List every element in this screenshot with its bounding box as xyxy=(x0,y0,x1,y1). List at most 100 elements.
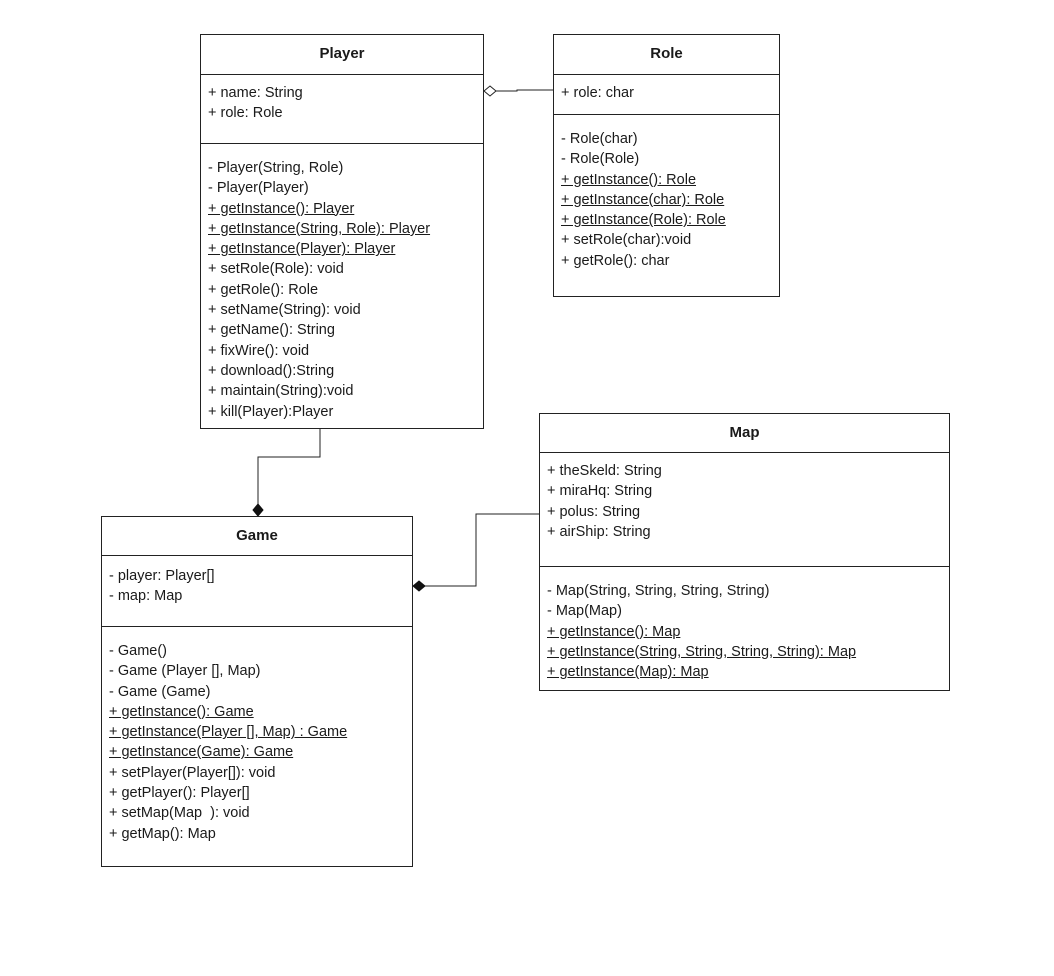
static-operation-line: + getInstance(Player): Player xyxy=(208,239,483,259)
operation-text: - Game (Game) xyxy=(109,683,211,700)
operation-line: + kill(Player):Player xyxy=(208,402,483,422)
operation-line: + getMap(): Map xyxy=(109,824,412,844)
operation-text: + getInstance(Game): Game xyxy=(109,744,294,761)
composition-line-map xyxy=(425,513,539,587)
operation-text: + getMap(): Map xyxy=(109,825,216,842)
operation-text: + maintain(String):void xyxy=(208,383,354,400)
operation-text: + getInstance(Player): Player xyxy=(208,241,396,258)
operation-text: + getRole(): Role xyxy=(208,281,319,298)
aggregation-line xyxy=(496,89,553,92)
composition-diamond-map xyxy=(412,580,426,592)
attribute-line: - map: Map xyxy=(109,588,183,605)
operation-line: - Game (Player [], Map) xyxy=(109,661,412,681)
attribute-line: + miraHq: String xyxy=(547,483,653,500)
operation-text: + getInstance(): Map xyxy=(547,623,681,640)
operation-line: + setPlayer(Player[]): void xyxy=(109,763,412,783)
class-player[interactable]: Player + name: String + role: Role - Play… xyxy=(200,34,484,429)
operation-text: + getInstance(Map): Map xyxy=(547,664,709,681)
operation-line: + setRole(char):void xyxy=(561,230,779,250)
static-operation-line: + getInstance(): Player xyxy=(208,199,483,219)
attributes-section: - player: Player[] - map: Map xyxy=(102,556,412,627)
operation-line: - Game() xyxy=(109,641,412,661)
operation-text: + download():String xyxy=(208,362,335,379)
operation-text: - Role(Role) xyxy=(561,151,640,168)
class-name: Player xyxy=(201,35,483,75)
static-operation-line: + getInstance(): Map xyxy=(547,622,949,642)
operations-section: - Game() - Game (Player [], Map) - Game (G… xyxy=(102,627,412,844)
operation-text: + getName(): String xyxy=(208,322,335,339)
operation-line: - Player(String, Role) xyxy=(208,158,483,178)
operation-line: + maintain(String):void xyxy=(208,381,483,401)
operation-text: + getInstance(Player [], Map) : Game xyxy=(109,724,348,741)
operation-line: - Map(Map) xyxy=(547,601,949,621)
composition-line-player xyxy=(257,429,321,505)
class-game[interactable]: Game - player: Player[] - map: Map - Game… xyxy=(101,516,413,867)
attribute-line: + airShip: String xyxy=(547,523,651,540)
operation-line: + setMap(Map ): void xyxy=(109,803,412,823)
operation-line: - Map(String, String, String, String) xyxy=(547,581,949,601)
attribute-line: + theSkeld: String xyxy=(547,463,662,479)
aggregation-role-player xyxy=(483,85,553,97)
class-name: Game xyxy=(102,517,412,556)
attribute-line: - player: Player[] xyxy=(109,568,215,584)
operation-text: - Player(String, Role) xyxy=(208,160,344,176)
attribute-line: + polus: String xyxy=(547,503,641,520)
operation-line: + getName(): String xyxy=(208,320,483,340)
operation-line: - Role(Role) xyxy=(561,149,779,169)
operation-line: + download():String xyxy=(208,361,483,381)
static-operation-line: + getInstance(char): Role xyxy=(561,190,779,210)
operations-section: - Player(String, Role) - Player(Player) + … xyxy=(201,144,483,422)
attribute-line: + role: char xyxy=(561,85,634,101)
operation-text: - Map(String, String, String, String) xyxy=(547,583,770,599)
operation-text: + setRole(char):void xyxy=(561,232,692,249)
attributes-section: + role: char xyxy=(554,75,779,115)
operation-text: - Game() xyxy=(109,643,167,659)
class-map[interactable]: Map + theSkeld: String+ miraHq: String+ … xyxy=(539,413,950,691)
attributes-section: + theSkeld: String + miraHq: String + polu… xyxy=(540,453,949,567)
operation-text: - Game (Player [], Map) xyxy=(109,663,261,680)
operation-text: + getInstance(char): Role xyxy=(561,191,725,208)
class-name: Role xyxy=(554,35,779,75)
composition-player-game xyxy=(252,429,321,517)
attribute-line: + name: String xyxy=(208,85,303,101)
operation-text: - Map(Map) xyxy=(547,603,622,620)
operation-line: + fixWire(): void xyxy=(208,341,483,361)
composition-map-game xyxy=(412,513,539,592)
operation-text: + getInstance(String, Role): Player xyxy=(208,220,431,237)
operation-text: + setName(String): void xyxy=(208,302,361,319)
operation-text: + setRole(Role): void xyxy=(208,261,344,278)
operation-text: + getInstance(): Game xyxy=(109,703,254,720)
operation-line: - Role(char) xyxy=(561,129,779,149)
attribute-line: + role: Role xyxy=(208,105,283,122)
operation-text: + getInstance(): Role xyxy=(561,171,697,188)
static-operation-line: + getInstance(Game): Game xyxy=(109,742,412,762)
operation-text: + kill(Player):Player xyxy=(208,403,334,420)
operations-section: - Role(char) - Role(Role) + getInstance():… xyxy=(554,115,779,271)
static-operation-line: + getInstance(Map): Map xyxy=(547,662,949,682)
static-operation-line: + getInstance(): Game xyxy=(109,702,412,722)
operations-section: - Map(String, String, String, String) - M… xyxy=(540,567,949,682)
operation-text: + setPlayer(Player[]): void xyxy=(109,764,276,781)
operation-text: - Role(char) xyxy=(561,131,638,147)
operation-line: + getPlayer(): Player[] xyxy=(109,783,412,803)
composition-diamond-player xyxy=(252,503,264,517)
operation-text: + getPlayer(): Player[] xyxy=(109,785,250,802)
operation-line: + getRole(): Role xyxy=(208,280,483,300)
operation-text: + getInstance(String, String, String, St… xyxy=(547,643,857,660)
operation-line: + setName(String): void xyxy=(208,300,483,320)
operation-text: + fixWire(): void xyxy=(208,342,310,359)
operation-text: + setMap(Map ): void xyxy=(109,805,250,822)
operation-text: + getInstance(Role): Role xyxy=(561,212,726,229)
operation-line: + setRole(Role): void xyxy=(208,259,483,279)
operation-line: - Player(Player) xyxy=(208,178,483,198)
class-name: Map xyxy=(540,414,949,453)
attributes-section: + name: String + role: Role xyxy=(201,75,483,144)
operation-line: + getRole(): char xyxy=(561,251,779,271)
aggregation-diamond xyxy=(483,85,497,97)
static-operation-line: + getInstance(Player [], Map) : Game xyxy=(109,722,412,742)
static-operation-line: + getInstance(String, String, String, St… xyxy=(547,642,949,662)
class-role[interactable]: Role + role: char - Role(char) - Role(Rol… xyxy=(553,34,780,297)
operation-text: + getInstance(): Player xyxy=(208,200,355,217)
static-operation-line: + getInstance(Role): Role xyxy=(561,210,779,230)
